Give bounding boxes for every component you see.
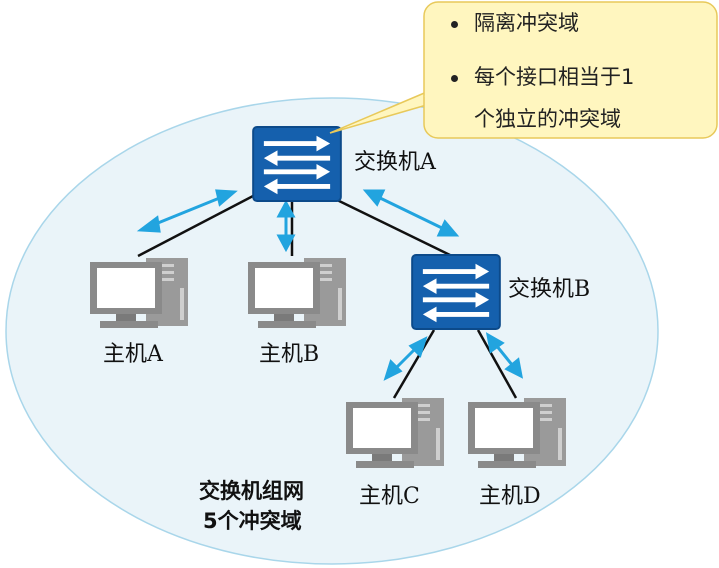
connection-lines bbox=[137, 193, 518, 399]
host-c-label: 主机C bbox=[359, 484, 420, 509]
callout-item-port-line1: 每个接口相当于1 bbox=[474, 65, 635, 89]
switch-icon bbox=[253, 127, 341, 201]
host-d-label: 主机D bbox=[479, 484, 541, 509]
link-switch-a-host-a bbox=[137, 193, 256, 258]
callout-item-port-line2: 个独立的冲突域 bbox=[474, 107, 621, 131]
host-a-label: 主机A bbox=[103, 342, 163, 367]
bidirectional-arrow-icon bbox=[276, 199, 296, 253]
summary-title: 交换机组网 bbox=[199, 479, 304, 503]
switch-icon bbox=[412, 255, 500, 329]
bidirectional-arrow-icon bbox=[485, 332, 524, 379]
bidirectional-arrow-icon bbox=[136, 189, 238, 233]
bidirectional-arrow-icon bbox=[383, 336, 428, 381]
bidirectional-arrow-icon bbox=[362, 189, 460, 237]
callout-bullet bbox=[451, 75, 458, 82]
switch-b-label: 交换机B bbox=[508, 277, 591, 302]
link-switch-b-host-d bbox=[476, 329, 518, 399]
link-switch-a-switch-b bbox=[332, 196, 453, 258]
summary-domain-count: 5个冲突域 bbox=[203, 509, 302, 533]
callout-box bbox=[423, 1, 718, 139]
switch-a-label: 交换机A bbox=[354, 150, 436, 175]
callout-item-isolation: 隔离冲突域 bbox=[474, 11, 579, 35]
callout-bullet bbox=[451, 21, 458, 28]
host-b-label: 主机B bbox=[259, 342, 320, 367]
link-switch-b-host-c bbox=[392, 329, 436, 399]
traffic-arrows bbox=[136, 189, 524, 381]
